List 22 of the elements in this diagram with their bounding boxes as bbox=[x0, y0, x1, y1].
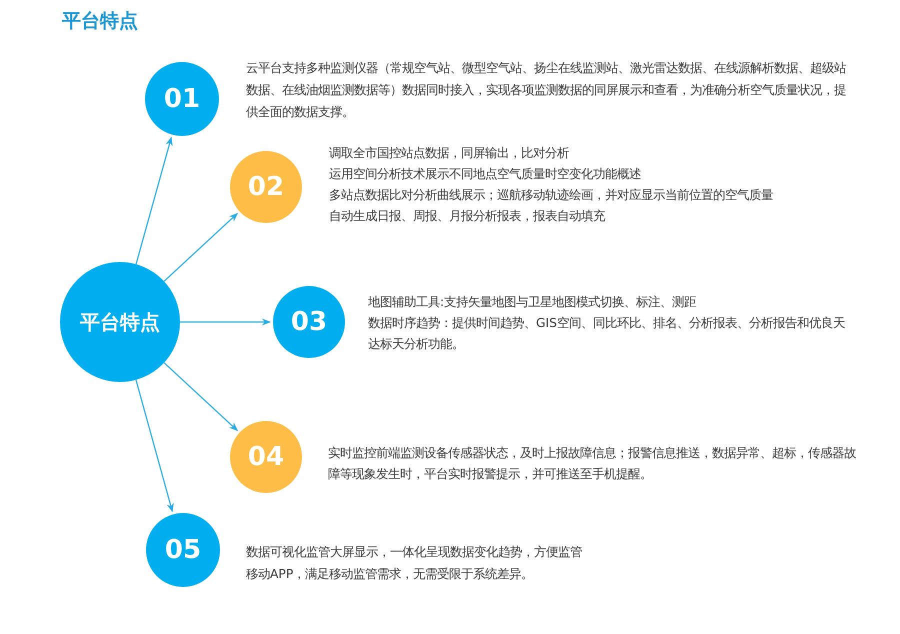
arrow bbox=[164, 362, 238, 432]
description-text: 地图辅助工具:支持矢量地图与卫星地图模式切换、标注、测距 bbox=[368, 294, 698, 311]
description-text: 运用空间分析技术展示不同地点空气质量时空变化功能概述 bbox=[329, 166, 642, 183]
step-number: 01 bbox=[164, 84, 200, 114]
description-text: 数据可视化监管大屏显示，一体化呈现数据变化趋势，方便监管 bbox=[246, 544, 583, 561]
description-text: 云平台支持多种监测仪器（常规空气站、微型空气站、扬尘在线监测站、激光雷达数据、在线源解析数据、超级站数据、在线油烟监测数据等）数据同时接入，实现各项监测数据的同屏展示和查看，为准确分析空气质量状况，提供全面的数据支撑。 bbox=[246, 60, 848, 121]
description-text: 调取全市国控站点数据，同屏输出，比对分析 bbox=[329, 145, 570, 162]
arrow bbox=[180, 318, 271, 326]
step-number: 05 bbox=[164, 535, 202, 565]
description-text: 实时监控前端监测设备传感器状态，及时上报故障信息；报警信息推送，数据异常、超标，传感器故障等现象发生时，平台实时报警提示，并可推送至手机提醒。 bbox=[328, 445, 856, 483]
arrow bbox=[135, 380, 174, 512]
description-text: 自动生成日报、周报、月报分析报表，报表自动填充 bbox=[329, 208, 606, 225]
description-text: 多站点数据比对分析曲线展示；巡航移动轨迹绘画，并对应显示当前位置的空气质量 bbox=[329, 187, 774, 204]
step-number: 02 bbox=[248, 172, 284, 202]
description-text: 移动APP，满足移动监管需求，无需受限于系统差异。 bbox=[246, 566, 534, 583]
hub-label: 平台特点 bbox=[80, 308, 160, 336]
arrow bbox=[136, 136, 173, 264]
page-title: 平台特点 bbox=[62, 9, 138, 34]
step-number: 03 bbox=[290, 307, 328, 337]
arrow bbox=[164, 212, 238, 282]
description-text: 数据时序趋势：提供时间趋势、GIS空间、同比环比、排名、分析报表、分析报告和优良天达标天分析功能。 bbox=[368, 315, 846, 353]
step-number: 04 bbox=[248, 442, 284, 472]
